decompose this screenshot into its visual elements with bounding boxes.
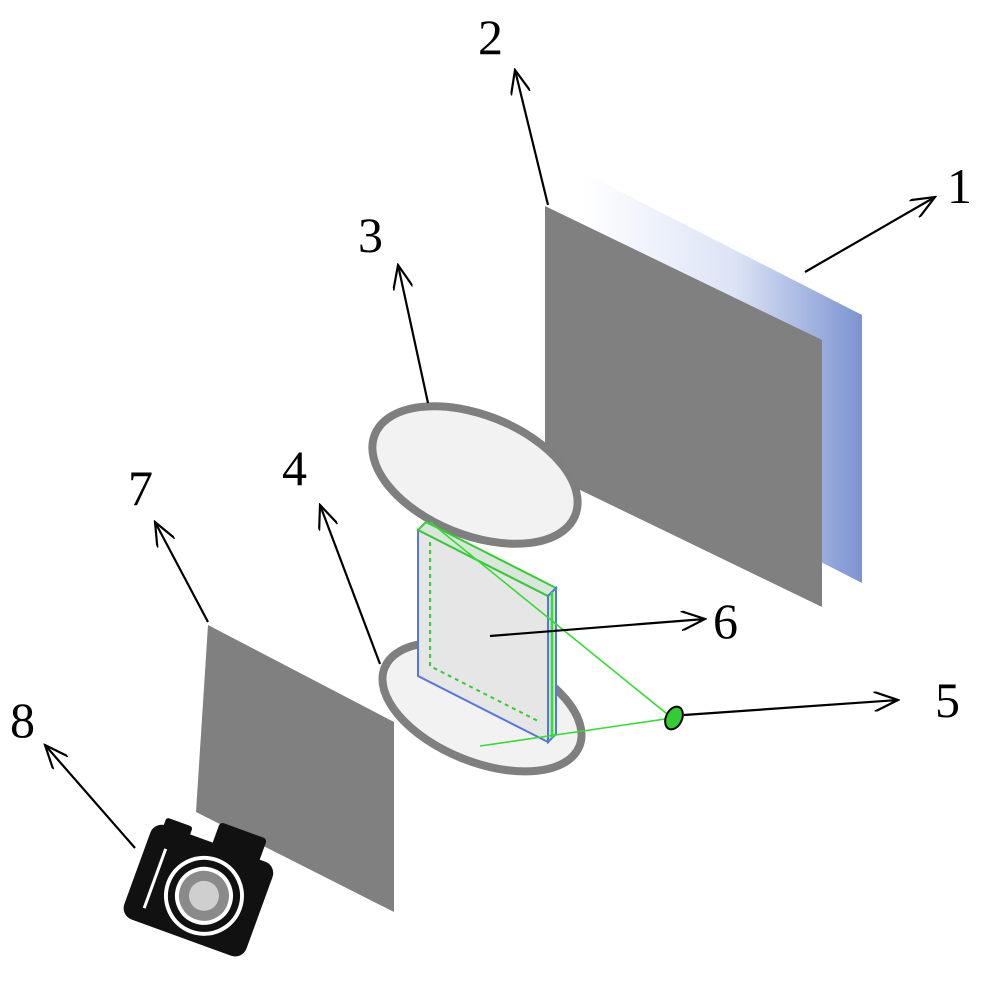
callout-label-8: 8 (10, 692, 35, 748)
callout-label-5: 5 (935, 672, 960, 728)
callout-label-3: 3 (358, 207, 383, 263)
arrow-4 (320, 505, 382, 665)
polarizer-panel (545, 206, 822, 607)
analyzer-panel (196, 625, 394, 912)
upper-lens (368, 402, 582, 548)
arrow-7 (155, 522, 209, 623)
callout-label-7: 7 (128, 460, 153, 516)
arrow-6 (489, 619, 705, 638)
callout-label-6: 6 (713, 593, 738, 649)
callout-arrows (45, 70, 935, 849)
laser-source (664, 705, 684, 731)
callout-label-4: 4 (282, 440, 307, 496)
arrow-5 (683, 700, 898, 717)
laser-beams (429, 521, 673, 747)
camera-icon (123, 818, 274, 957)
arrow-2 (515, 70, 550, 206)
callout-label-2: 2 (478, 9, 503, 65)
arrow-1 (804, 197, 935, 273)
arrow-8 (45, 745, 136, 849)
callout-label-1: 1 (947, 158, 972, 214)
arrow-3 (398, 265, 430, 404)
